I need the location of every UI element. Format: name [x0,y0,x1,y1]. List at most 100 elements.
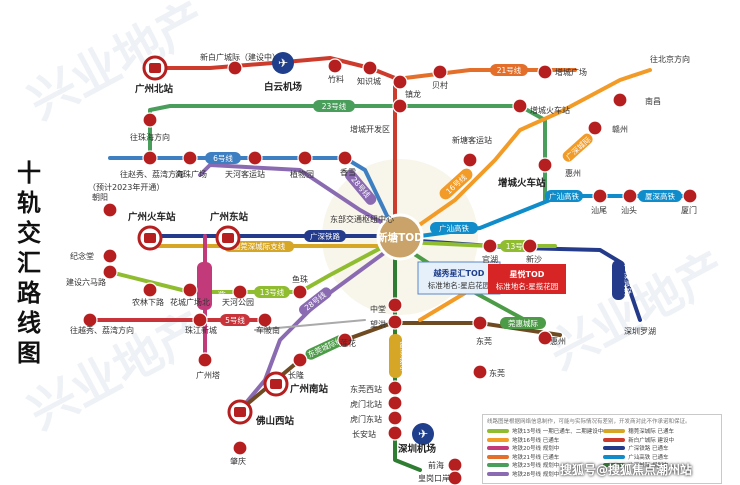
legend-row: 地铁20号线 规划中 [487,444,603,453]
station-dots: ✈ ✈ [82,52,698,485]
label-zhuliao: 竹料 [328,74,344,84]
legend-swatch [603,437,626,442]
legend-row: 广深城际 规划中 [603,461,717,470]
project-logo: 越秀星汇TOD [433,268,485,278]
side-title-char: 汇 [17,249,41,277]
label-huizhou: 惠州 [565,168,581,178]
badge-21: 21号线 [490,64,528,76]
legend-swatch [487,429,509,434]
legend-col-right: 穗莞深城际 已通车 新白广城际 建设中 广深铁路 已通车 广汕高铁 已通车 广深… [603,427,717,478]
dot-humen-north [387,395,403,411]
dot-zhenlong [392,74,408,90]
dot-wangtong [387,314,403,330]
dot-zhishicheng [362,60,378,76]
dot-zhuliao [327,58,343,74]
footer-watermark: 搜狐号@搜狐焦点潮州站 [560,463,693,477]
badge-guanhui: 穗莞深城际支线 [224,241,294,252]
project-badge-title: 星悦TOD [510,269,545,279]
side-title-char: 路 [17,279,41,307]
legend-row: 地铁13号线 一期已通车、二期建设中 [487,427,603,436]
dot-xinbai [227,60,243,76]
side-title-char: 十 [17,159,41,187]
svg-text:广深高铁: 广深高铁 [623,265,633,295]
label-qianhai: 前海 [428,460,444,470]
dot-zhujiang [192,312,208,328]
svg-text:厦深高铁: 厦深高铁 [645,191,675,201]
rail-guangzhou-south [263,371,289,397]
legend-swatch [487,446,509,451]
legend-row: 地铁21号线 已通车 [487,453,603,462]
label-guanhu: 官湖 [482,254,498,264]
dot-huanggang [447,470,463,485]
airport-shenzhen-icon: ✈ [412,423,434,445]
label-to-2023: （预计2023年开通） [88,182,164,192]
label-zhaoqing: 肇庆 [230,456,246,466]
dot-xinsha [522,238,538,254]
line-orange-short [418,288,472,322]
side-title: 十 轨 交 汇 路 线 图 [14,158,44,368]
legend-swatch [487,437,509,442]
label-zhongtang: 中堂 [370,304,386,314]
svg-text:广汕高铁: 广汕高铁 [439,223,469,233]
dot-dongguan2 [472,364,488,380]
svg-text:21号线: 21号线 [497,65,522,75]
label-xiamen: 厦门 [681,205,697,215]
legend-swatch [603,446,626,451]
badge-guangshen-rail: 广深铁路 [304,230,346,242]
svg-text:广深铁路: 广深铁路 [310,231,340,241]
label-huacheng: 花城广场北 [170,297,210,307]
label-zhiwuyuan: 植物园 [290,169,314,179]
line-connector [254,319,366,331]
label-humen-east: 虎门东站 [350,414,382,424]
badge-guangshan-east: 广汕高铁 [545,190,583,202]
legend: 线路图是根据网络信息制作，可能与实际情况有差别，开发商对此不作承诺和保证。 地铁… [482,414,722,484]
dot-ganzhou [587,120,603,136]
dot-zengcheng-plaza [537,64,553,80]
dot-tianhe-park [232,284,248,300]
label-yuzhu: 鱼珠 [292,274,308,284]
dot-xiamen [682,188,698,204]
dot-jinian [102,248,118,264]
svg-text:广深城际: 广深城际 [564,134,593,162]
label-xiangxue: 香雪 [340,167,356,177]
label-to-zhuhai: 往珠海方向 [130,132,170,142]
dot-huizhou2 [537,330,553,346]
dot-changan [387,425,403,441]
dot-chaoyang [102,202,118,218]
legend-row: 地铁28号线 规划中 [487,470,603,479]
rail-guangzhou-north [142,55,168,81]
center-label: 新塘TOD [377,231,423,244]
legend-col-left: 地铁13号线 一期已通车、二期建设中 地铁16号线 已通车 地铁20号线 规划中… [487,427,603,478]
label-changan: 长安站 [352,429,376,439]
legend-row: 广汕高铁 已通车 [603,453,717,462]
label-wangtong: 望洪 [370,319,386,329]
dot-beicun [432,64,448,80]
dot-to-yuexiu [82,312,98,328]
svg-text:5号线: 5号线 [225,315,245,325]
svg-text:13号线: 13号线 [506,241,531,251]
dot-jianshe6 [102,264,118,280]
badge-guangshan: 广汕高铁 [430,222,478,234]
dot-zengcheng-fire [512,98,528,114]
legend-swatch [603,429,626,434]
badge-5: 5号线 [220,314,250,326]
label-baiyun-airport: 白云机场 [264,81,303,93]
dot-chebeinan [257,312,273,328]
legend-row: 新白广城际 建设中 [603,436,717,445]
badge-13a: 13号线 [254,286,290,298]
svg-text:20号线: 20号线 [217,274,227,299]
badge-orange-diag: 广深城际 [562,133,593,162]
label-xinsha: 新沙 [526,254,542,264]
dot-xintang-passenger [462,152,478,168]
label-to-jiangxi: 往赵秀、荔湾方向 [120,169,184,179]
label-changlong: 长隆 [288,370,304,380]
rail-guangzhou-fire [137,225,163,251]
dot-xiangxue [337,150,353,166]
dot-changlong [292,352,308,368]
center-tod: 新塘TOD [376,213,424,261]
svg-text:13号线: 13号线 [260,287,285,297]
label-dongguan2: 东莞 [489,368,505,378]
dot-tianhe-passenger [247,150,263,166]
label-dongbu-hub: 东部交通枢纽中心 [330,214,394,224]
